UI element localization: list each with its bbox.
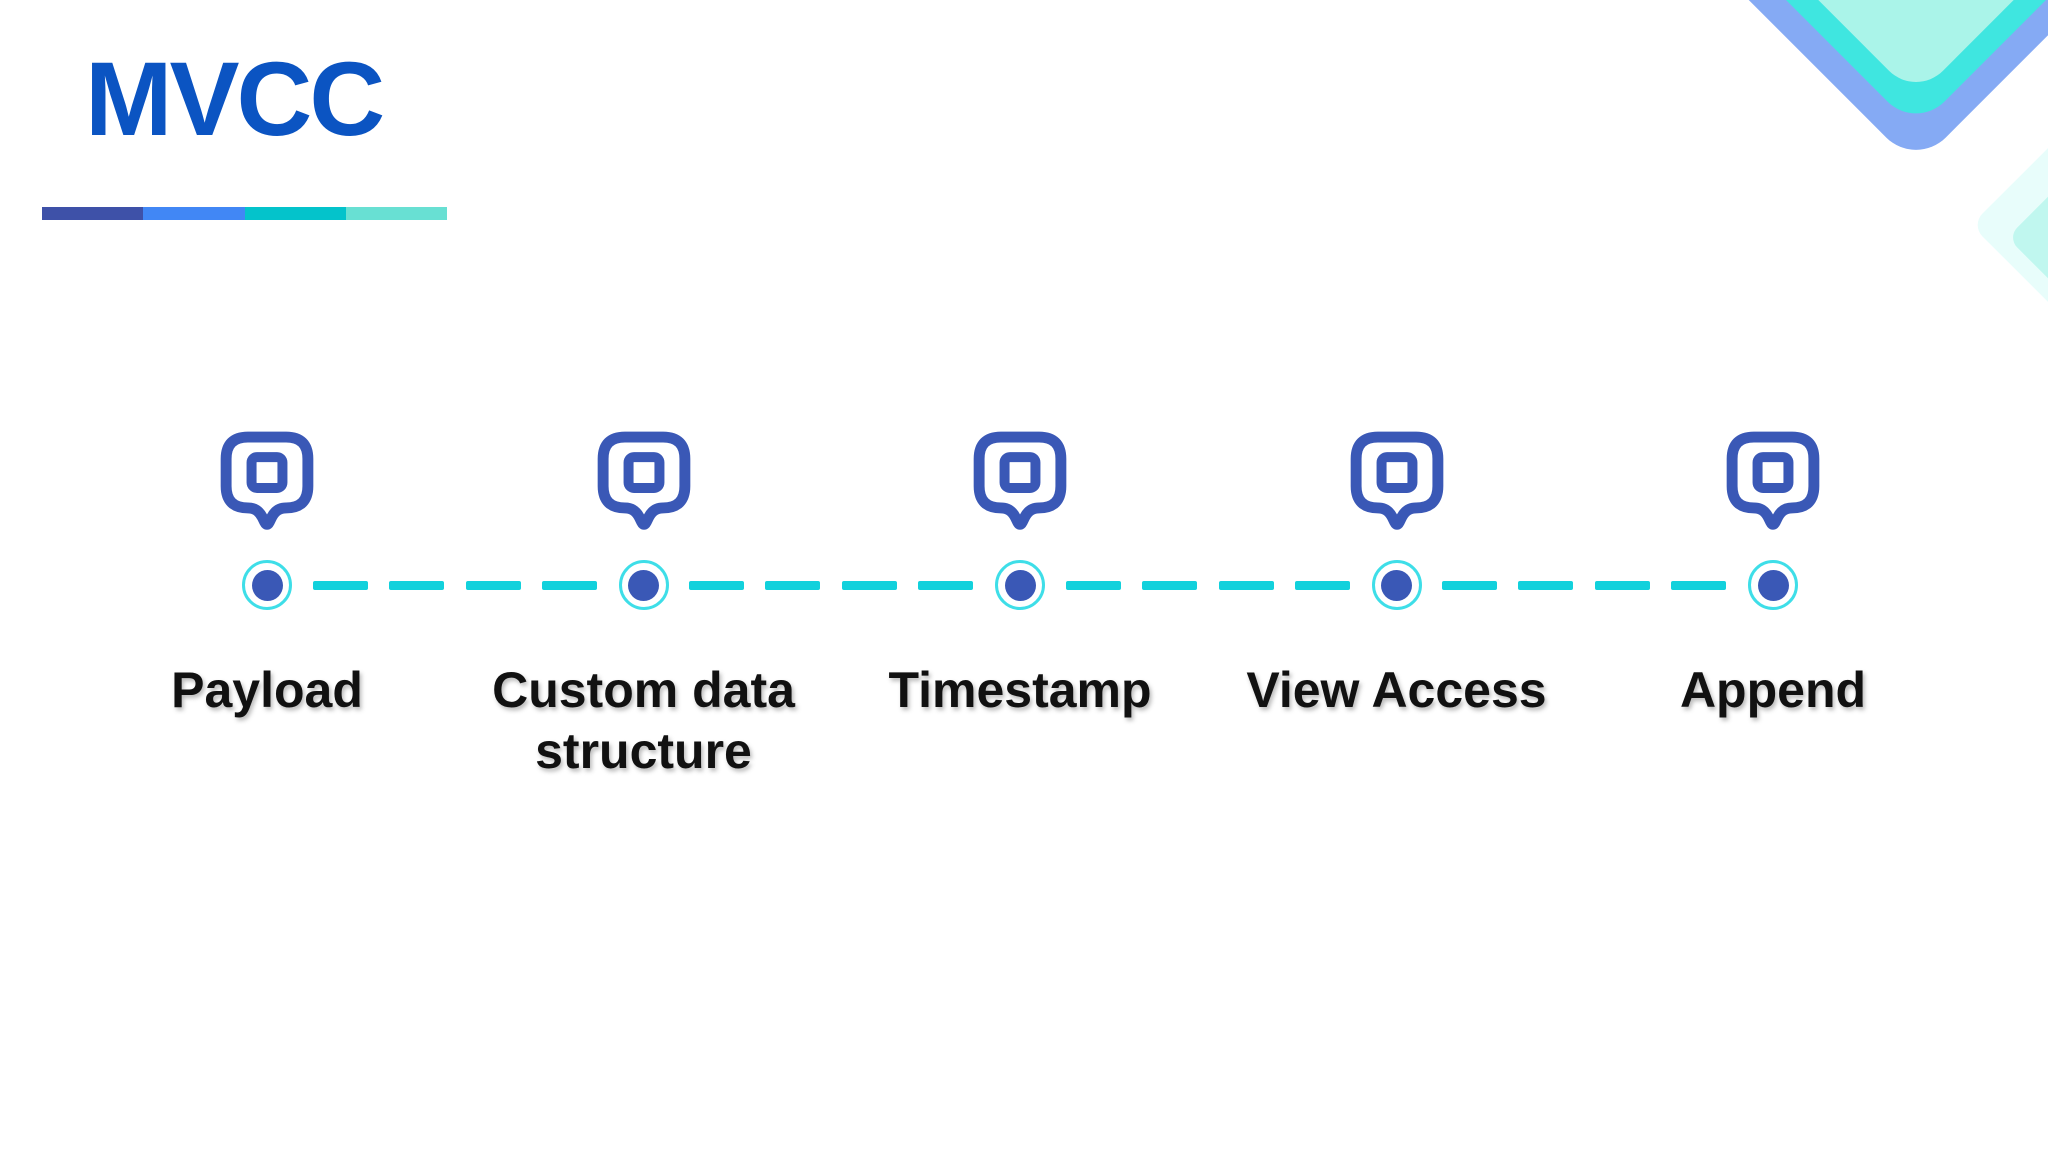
dash [1142,581,1198,590]
dash [1066,581,1122,590]
dash [465,581,521,590]
square-location-pin-icon [973,431,1067,530]
timeline-node-dot [1757,569,1789,601]
accent-bar-segment-3 [244,207,346,220]
dash [389,581,445,590]
milestone-label: View Access [1246,662,1547,718]
dash [1670,581,1726,590]
dash [1442,581,1498,590]
milestone-view-access: View Access [1246,428,1547,782]
milestone-append: Append [1623,428,1923,782]
accent-bar-segment-2 [143,207,245,220]
square-location-pin-icon [597,431,690,530]
accent-bar-segment-4 [345,207,447,220]
milestone-label: Timestamp [888,662,1152,718]
timeline-node-dot [628,569,659,601]
dash [765,581,821,590]
timeline-node-dot [1004,569,1036,601]
dash [1294,581,1350,590]
dash [541,581,597,590]
milestone-label: Append [1679,662,1867,718]
milestone-label: Payload [171,662,363,718]
milestone-label: Custom data structure [492,662,795,779]
dash [917,581,973,590]
timeline-node [1748,560,1798,610]
connector-segment [1421,581,1747,590]
square-location-pin-icon [220,431,314,530]
square-location-pin-icon [1350,431,1443,530]
dash [1518,581,1574,590]
timeline-node [995,560,1045,610]
timeline-node [1371,560,1422,610]
milestone-custom-data-structure: Custom data structure [492,428,795,782]
timeline: Payload Custom data structure Timestamp [117,428,1923,782]
timeline-node-dot [1381,569,1412,601]
dash [841,581,897,590]
connector-segment [292,581,618,590]
square-location-pin-icon [1726,431,1820,530]
timeline-node [618,560,669,610]
accent-bar-segment-1 [42,207,144,220]
connector-segment [1045,581,1371,590]
dash [313,581,369,590]
title-accent-bar [42,207,447,220]
dash [689,581,745,590]
milestone-timestamp: Timestamp [870,428,1170,782]
timeline-node-dot [251,569,283,601]
dash [1594,581,1650,590]
dash [1218,581,1274,590]
slide-title: MVCC [85,41,385,158]
timeline-node [242,560,292,610]
connector-segment [668,581,994,590]
milestone-payload: Payload [117,428,417,782]
